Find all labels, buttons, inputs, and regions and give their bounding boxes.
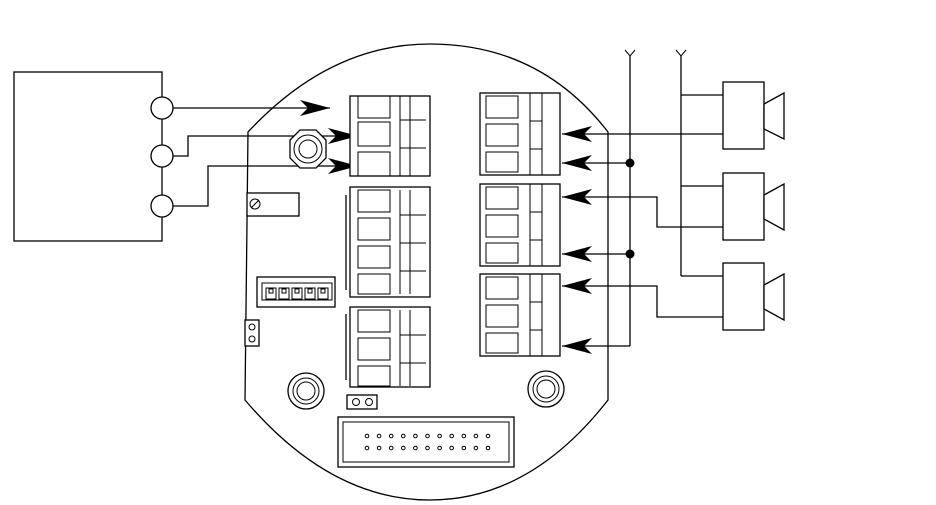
lower-left-terminal-block xyxy=(346,307,430,387)
speaker-taps xyxy=(681,95,724,276)
speaker-2 xyxy=(723,173,784,240)
ribbon-connector xyxy=(338,417,514,467)
right-terminal-block-3 xyxy=(480,274,560,356)
jumper xyxy=(245,320,259,346)
potentiometer xyxy=(247,193,299,216)
device-terminal-2 xyxy=(151,145,173,167)
input-wires xyxy=(173,108,358,206)
supply-line-2 xyxy=(676,50,686,276)
upper-left-terminal-block xyxy=(350,96,430,176)
output-wire-3 xyxy=(562,197,724,227)
input-wire-2 xyxy=(173,136,358,156)
device-terminal-3 xyxy=(151,195,173,217)
output-wire-5 xyxy=(562,286,724,317)
jumper xyxy=(347,395,377,409)
cable-gland xyxy=(290,130,326,168)
speaker-1 xyxy=(723,82,784,149)
middle-left-terminal-block xyxy=(346,187,430,297)
speaker-3 xyxy=(723,263,784,330)
supply-line-1 xyxy=(625,50,635,346)
right-terminal-block-2 xyxy=(480,184,560,266)
device-terminal-1 xyxy=(151,97,173,119)
dip-switch xyxy=(257,277,335,307)
mounting-screw xyxy=(528,371,564,407)
mounting-screw xyxy=(288,373,324,409)
output-wires xyxy=(562,134,724,346)
right-terminal-block-1 xyxy=(480,93,560,175)
external-device-box xyxy=(14,72,173,241)
